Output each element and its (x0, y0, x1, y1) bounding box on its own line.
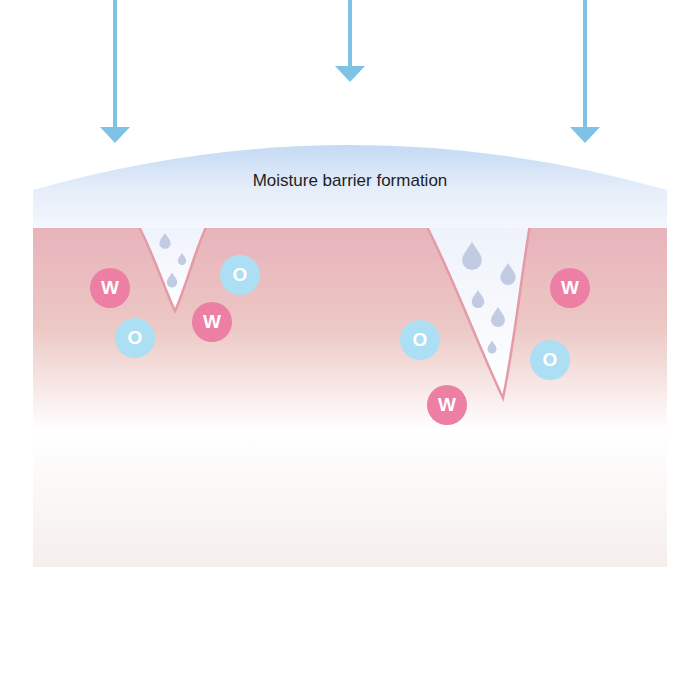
molecule-circle: O (400, 320, 440, 360)
molecule-circle: O (220, 255, 260, 295)
molecule-circle: O (115, 318, 155, 358)
molecule-circle: W (192, 302, 232, 342)
molecule-circle: O (530, 340, 570, 380)
water-drops (159, 233, 515, 354)
moisture-barrier: Moisture barrier formation (33, 140, 667, 228)
skin-wrinkle (426, 225, 530, 398)
molecule-letter: O (220, 255, 260, 295)
molecule-letter: W (427, 385, 467, 425)
molecule-letter: W (192, 302, 232, 342)
skin-layer (33, 225, 667, 567)
penetration-arrows (100, 0, 600, 143)
molecule-letter: O (400, 320, 440, 360)
molecule-circle: W (427, 385, 467, 425)
molecule-letter: W (90, 268, 130, 308)
skin-wrinkle (138, 225, 207, 311)
molecule-circle: W (550, 268, 590, 308)
molecule-circle: W (90, 268, 130, 308)
molecule-letter: O (115, 318, 155, 358)
barrier-label: Moisture barrier formation (33, 171, 667, 191)
molecule-letter: O (530, 340, 570, 380)
molecule-letter: W (550, 268, 590, 308)
